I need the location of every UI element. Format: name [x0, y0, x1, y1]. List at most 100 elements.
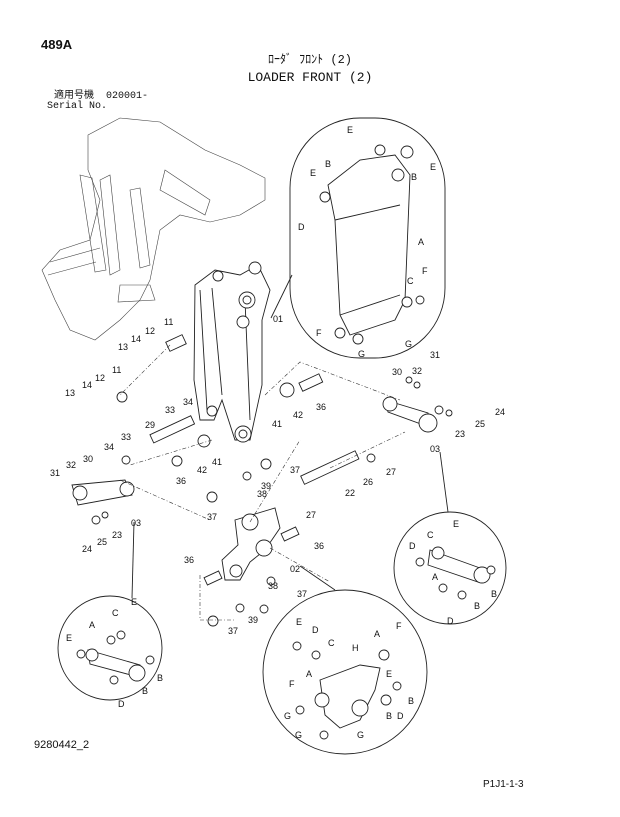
svg-text:01: 01: [273, 314, 283, 324]
svg-text:37: 37: [290, 465, 300, 475]
svg-text:C: C: [328, 638, 335, 648]
detail-bottom: [262, 589, 428, 755]
svg-text:42: 42: [197, 465, 207, 475]
svg-text:D: D: [298, 222, 305, 232]
svg-text:E: E: [430, 162, 436, 172]
svg-text:E: E: [347, 125, 353, 135]
svg-text:27: 27: [386, 467, 396, 477]
svg-text:A: A: [374, 629, 380, 639]
svg-text:B: B: [142, 686, 148, 696]
svg-text:34: 34: [104, 442, 114, 452]
svg-text:24: 24: [82, 544, 92, 554]
svg-text:C: C: [112, 608, 119, 618]
svg-text:11: 11: [112, 365, 121, 375]
svg-text:G: G: [284, 711, 291, 721]
svg-text:C: C: [427, 530, 434, 540]
svg-text:25: 25: [97, 537, 107, 547]
svg-text:23: 23: [455, 429, 465, 439]
svg-text:02: 02: [290, 564, 300, 574]
svg-text:E: E: [310, 168, 316, 178]
svg-text:E: E: [66, 633, 72, 643]
leader-lines: [131, 274, 449, 599]
detail-left: [57, 595, 163, 701]
svg-text:34: 34: [183, 397, 193, 407]
svg-text:38: 38: [268, 581, 278, 591]
svg-text:G: G: [405, 339, 412, 349]
svg-text:11: 11: [164, 317, 173, 327]
svg-text:03: 03: [430, 444, 440, 454]
svg-text:F: F: [316, 328, 322, 338]
svg-text:39: 39: [261, 481, 271, 491]
svg-text:12: 12: [95, 373, 105, 383]
svg-text:31: 31: [50, 468, 60, 478]
boom-arm: [193, 261, 271, 443]
svg-text:B: B: [386, 711, 392, 721]
svg-text:30: 30: [83, 454, 93, 464]
right-link: [382, 376, 453, 433]
detail-left-callouts: A C E E B B D: [66, 597, 163, 709]
svg-text:G: G: [295, 730, 302, 740]
center-lines: [119, 344, 406, 621]
svg-text:C: C: [407, 276, 414, 286]
svg-text:A: A: [89, 620, 95, 630]
svg-text:32: 32: [66, 460, 76, 470]
reference-code: P1J1-1-3: [483, 779, 524, 790]
svg-text:23: 23: [112, 530, 122, 540]
svg-text:E: E: [453, 519, 459, 529]
svg-text:D: D: [118, 699, 125, 709]
svg-text:B: B: [411, 172, 417, 182]
serial-label: Serial No.: [47, 101, 108, 112]
svg-text:D: D: [409, 541, 416, 551]
title-japanese: ﾛｰﾀﾞ ﾌﾛﾝﾄ (2): [267, 53, 352, 67]
svg-text:36: 36: [176, 476, 186, 486]
svg-text:F: F: [289, 679, 295, 689]
svg-text:A: A: [418, 237, 424, 247]
svg-text:31: 31: [430, 350, 440, 360]
svg-text:32: 32: [412, 366, 422, 376]
svg-text:F: F: [396, 621, 402, 631]
svg-text:41: 41: [272, 419, 282, 429]
svg-text:26: 26: [363, 477, 373, 487]
detail-right: [393, 511, 507, 625]
svg-text:D: D: [312, 625, 319, 635]
svg-text:14: 14: [131, 334, 141, 344]
page-title: LOADER FRONT (2): [247, 70, 373, 85]
svg-text:41: 41: [212, 457, 222, 467]
svg-text:D: D: [397, 711, 404, 721]
svg-text:14: 14: [82, 380, 92, 390]
svg-text:03: 03: [131, 518, 141, 528]
svg-text:E: E: [131, 597, 137, 607]
svg-text:22: 22: [345, 488, 355, 498]
svg-text:37: 37: [297, 589, 307, 599]
page-number: 489A: [41, 37, 73, 52]
svg-text:B: B: [474, 601, 480, 611]
main-callouts: 01 02 03 03 11 11 12 12 13 13 14 14 22 2…: [50, 314, 505, 636]
svg-text:13: 13: [65, 388, 75, 398]
svg-text:37: 37: [207, 512, 217, 522]
svg-text:24: 24: [495, 407, 505, 417]
serial-label-japanese: 適用号機 020001-: [54, 91, 149, 102]
svg-text:A: A: [306, 669, 312, 679]
svg-text:H: H: [352, 643, 359, 653]
svg-text:A: A: [432, 572, 438, 582]
document-id: 9280442_2: [34, 739, 90, 751]
svg-text:B: B: [325, 159, 331, 169]
left-parts: [71, 334, 218, 525]
svg-text:38: 38: [257, 489, 267, 499]
svg-text:B: B: [491, 589, 497, 599]
svg-text:13: 13: [118, 342, 128, 352]
detail-top: [289, 117, 446, 359]
svg-text:36: 36: [184, 555, 194, 565]
detail-right-callouts: E D C A B B D: [409, 519, 497, 626]
svg-text:33: 33: [121, 432, 131, 442]
svg-text:G: G: [357, 730, 364, 740]
svg-text:E: E: [386, 669, 392, 679]
svg-text:36: 36: [316, 402, 326, 412]
svg-text:E: E: [296, 617, 302, 627]
svg-text:30: 30: [392, 367, 402, 377]
center-parts: [203, 373, 376, 627]
svg-text:F: F: [422, 266, 428, 276]
svg-text:36: 36: [314, 541, 324, 551]
svg-text:B: B: [157, 673, 163, 683]
